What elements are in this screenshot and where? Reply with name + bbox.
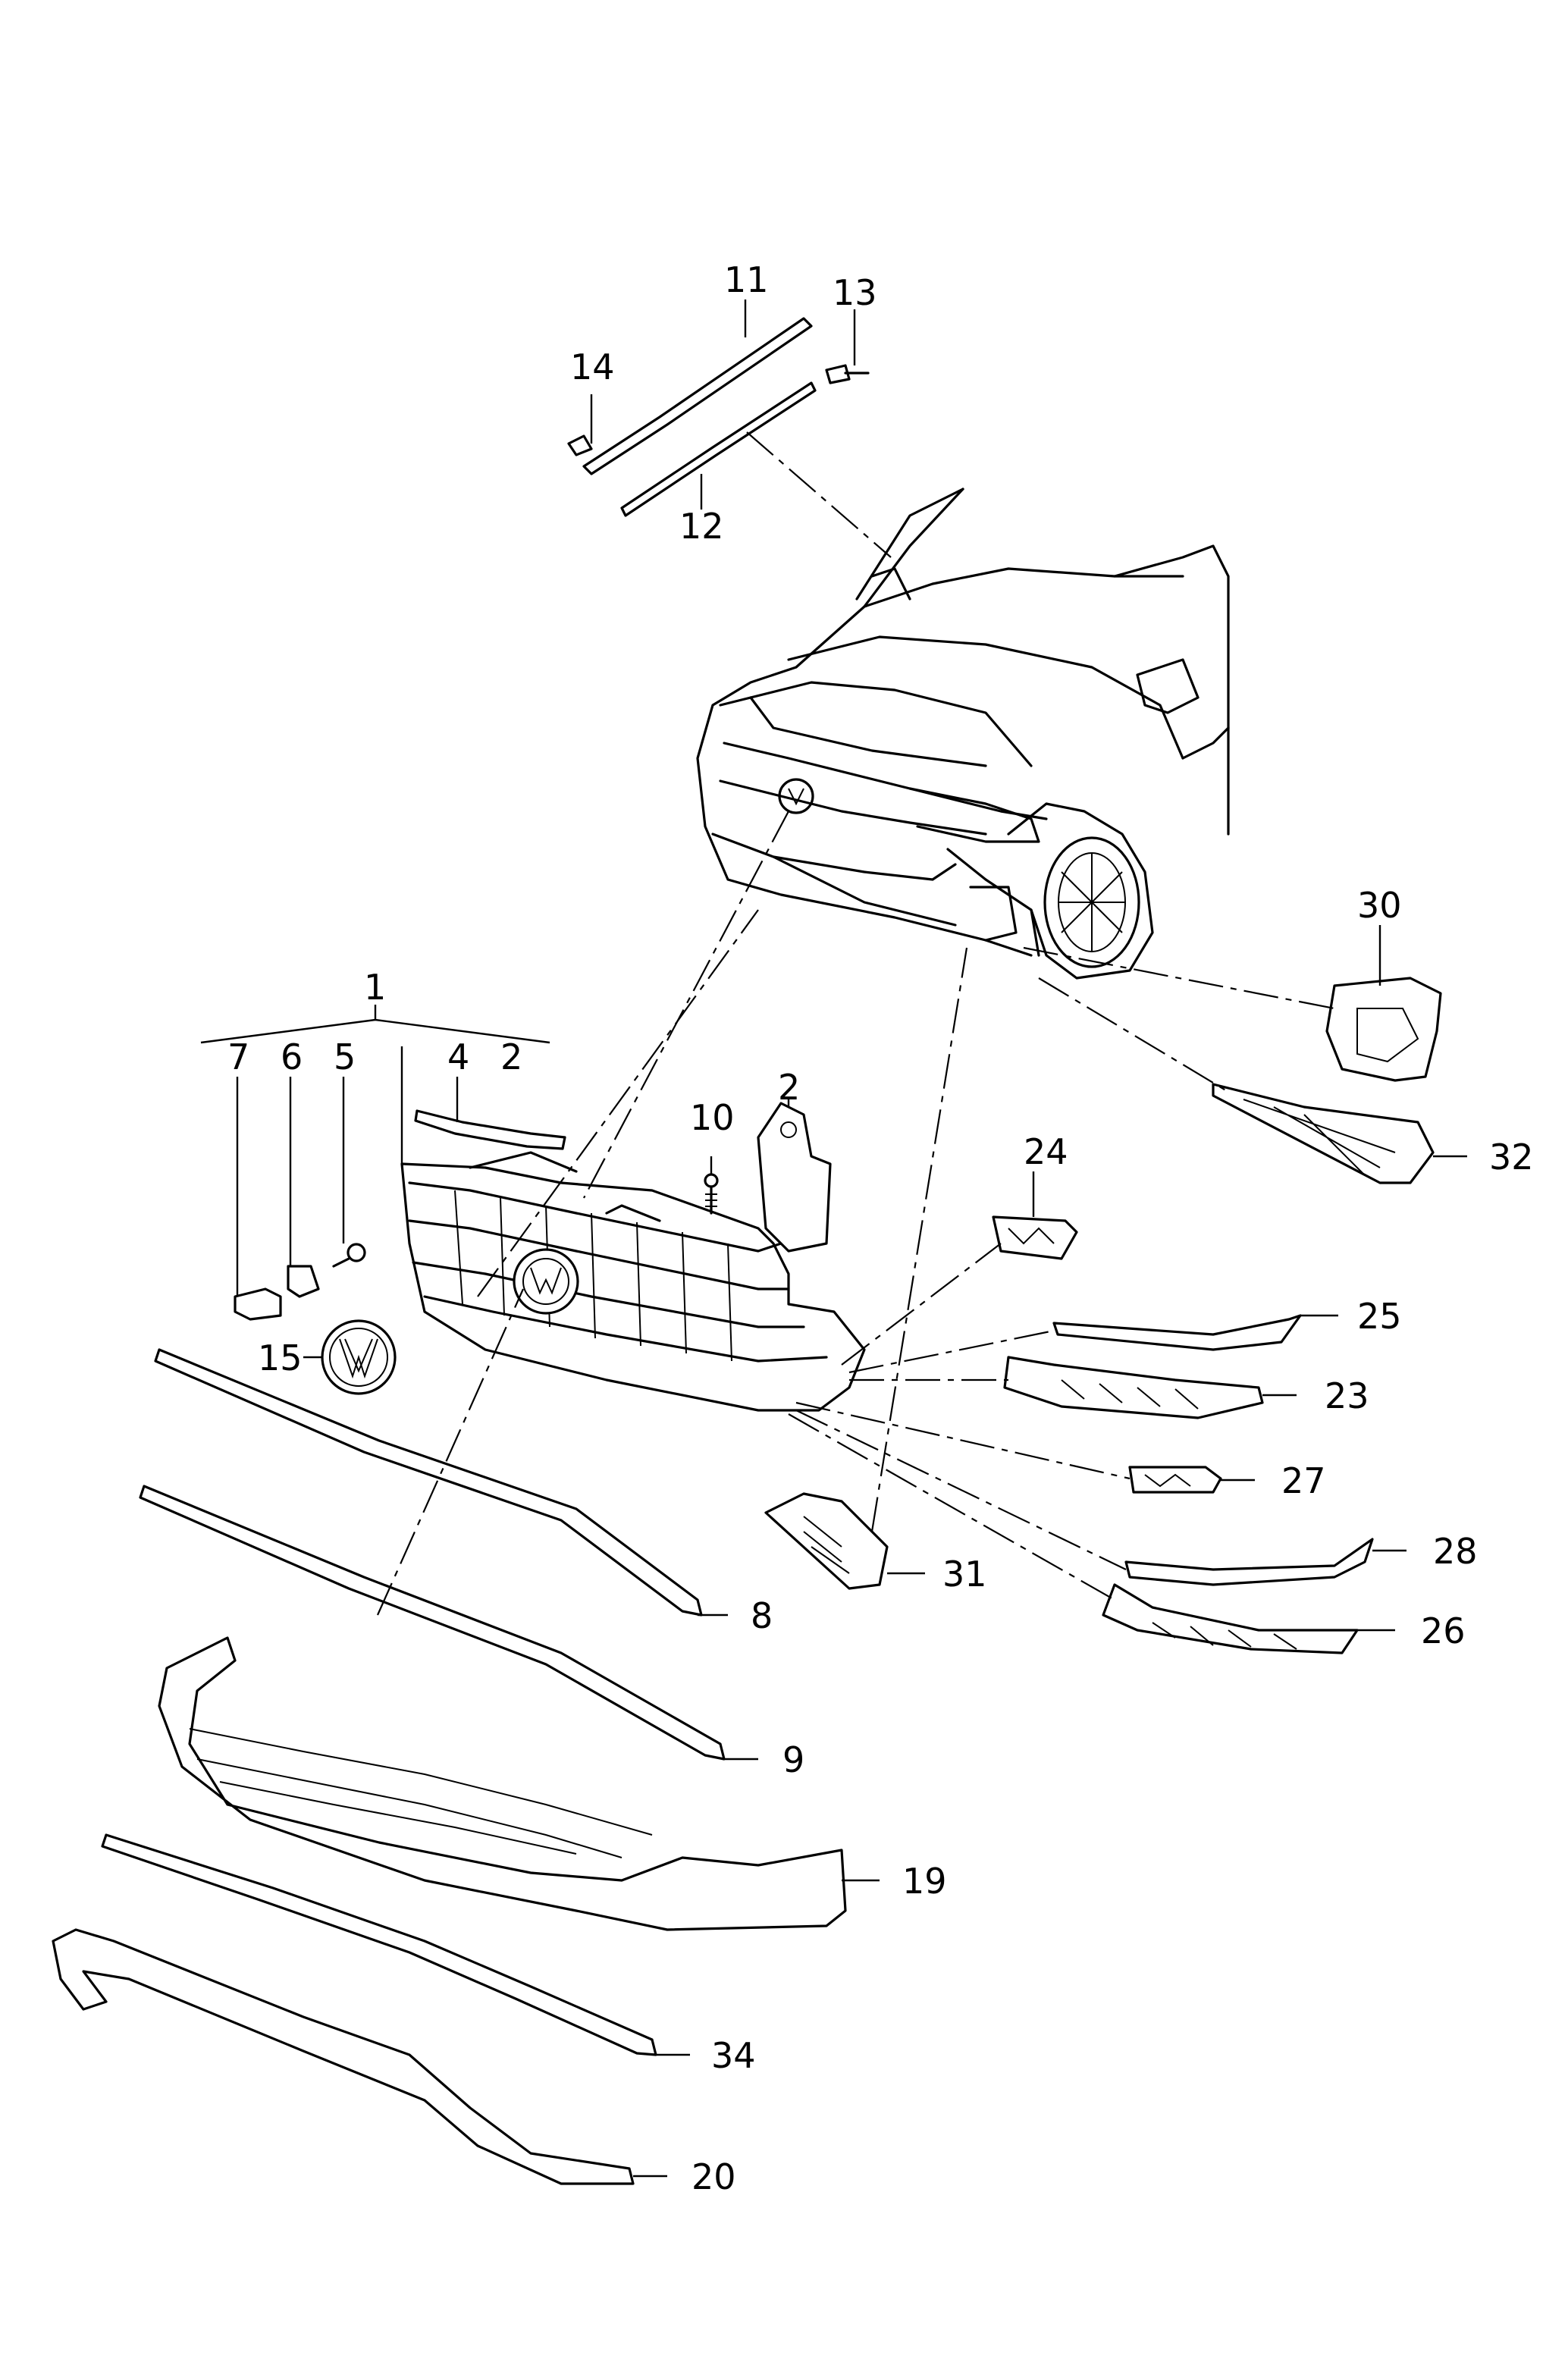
trim-strip-part-9	[139, 1485, 726, 1761]
assembly-lines	[376, 431, 1335, 1616]
callout-5: 5	[334, 1036, 356, 1077]
vehicle-illustration	[696, 488, 1230, 980]
vw-emblem	[321, 1319, 397, 1395]
callout-26: 26	[1421, 1610, 1466, 1651]
callout-19: 19	[902, 1861, 947, 1902]
radiator-grille	[400, 1151, 866, 1412]
trim-part-31	[764, 1492, 889, 1590]
callout-12: 12	[679, 506, 724, 547]
screw	[704, 1173, 719, 1215]
trim-strip-part-28	[1124, 1538, 1374, 1586]
callout-23: 23	[1325, 1375, 1369, 1416]
callout-numbers: 1 7 6 5 4 2 2 10 11 12 13 14 15 8 9 19 3…	[227, 259, 1534, 2197]
callout-8: 8	[751, 1595, 773, 1636]
callout-7: 7	[227, 1036, 249, 1077]
trim-strip-part-8	[154, 1348, 703, 1617]
trim-strip-part-25	[1052, 1314, 1302, 1351]
hood-trim-strips	[567, 317, 870, 517]
callout-34: 34	[711, 2035, 756, 2076]
callout-20: 20	[691, 2156, 736, 2197]
trim-part-27	[1128, 1466, 1222, 1494]
callout-1: 1	[364, 967, 386, 1008]
grille-insert-part-26	[1102, 1583, 1359, 1654]
lower-bumper-cover	[158, 1636, 847, 1931]
callout-11: 11	[724, 259, 769, 300]
callout-32: 32	[1489, 1137, 1534, 1178]
callout-10: 10	[690, 1097, 735, 1138]
callout-2-left: 2	[500, 1036, 522, 1077]
clip-part-6	[287, 1265, 320, 1298]
callout-2-right: 2	[778, 1067, 800, 1108]
callout-31: 31	[942, 1554, 987, 1595]
callout-25: 25	[1357, 1296, 1402, 1337]
upper-grille-trim	[414, 1109, 566, 1150]
callout-6: 6	[281, 1036, 303, 1077]
fog-light-bracket-part-30	[1325, 977, 1442, 1082]
lower-skid-trim	[52, 1928, 635, 2185]
callout-15: 15	[258, 1338, 303, 1378]
callout-9: 9	[782, 1739, 804, 1780]
leader-lines	[200, 299, 1467, 2178]
fog-light-grille-part-32	[1212, 1083, 1435, 1184]
trim-part-24	[992, 1215, 1078, 1260]
clip-part-5	[332, 1243, 366, 1268]
clip-part-7	[234, 1287, 282, 1321]
callout-14: 14	[570, 347, 615, 387]
callout-30: 30	[1357, 885, 1402, 926]
callout-27: 27	[1281, 1460, 1326, 1501]
lower-trim-strip	[101, 1833, 657, 2056]
grille-insert-part-23	[1003, 1356, 1264, 1419]
callout-13: 13	[833, 272, 877, 313]
callout-28: 28	[1433, 1531, 1478, 1572]
callout-4: 4	[447, 1036, 469, 1077]
callout-24: 24	[1024, 1131, 1068, 1172]
